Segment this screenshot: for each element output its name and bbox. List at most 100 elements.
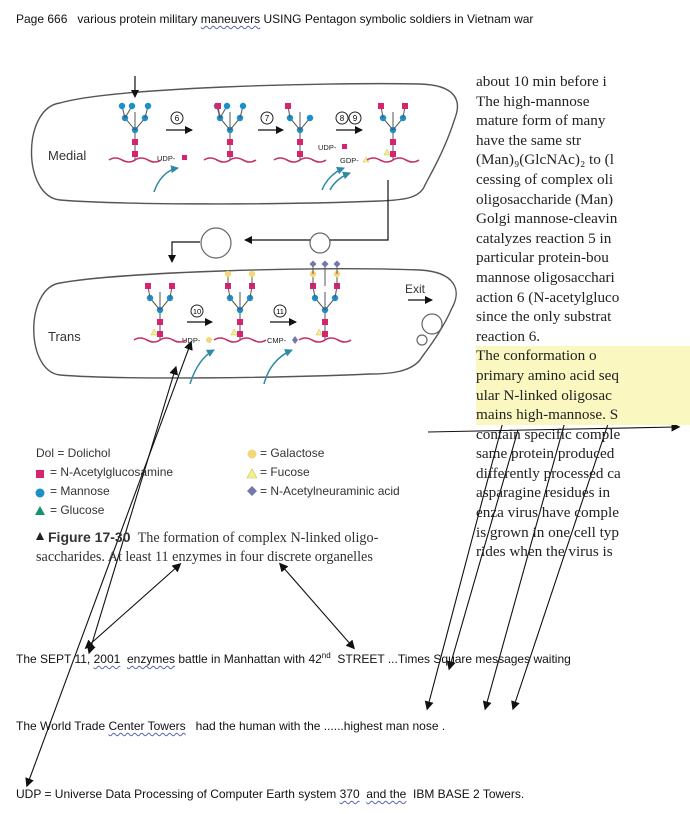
legend-galactose-symbol (247, 449, 257, 459)
arrow-to-times-square (446, 429, 519, 671)
header-text-2: Pentagon symbolic soldiers in Vietnam wa… (304, 12, 534, 26)
book-line: contain specific comple (476, 425, 621, 443)
blue-arrow-1 (153, 165, 179, 193)
glcnac-residue (297, 139, 303, 145)
book-line: mannose oligosacchari (476, 268, 615, 286)
svg-text:9: 9 (353, 114, 358, 123)
sugar-residue (128, 102, 136, 110)
page-number: Page 666 (16, 12, 68, 26)
sugar-residue (248, 270, 256, 278)
exit-vesicle-1 (421, 313, 443, 335)
donor-cmp: CMP- (267, 336, 287, 345)
blue-arrow-3 (329, 171, 351, 191)
arrow-organelles-to-42 (279, 562, 355, 650)
book-line: mains high-mannose. S (476, 405, 690, 425)
header-text-1: various protein military (77, 12, 198, 26)
glcnac-residue (378, 103, 384, 109)
annotation-sept11: The SEPT 11, 2001 enzymes battle in Manh… (16, 651, 571, 666)
sugar-residue (118, 102, 126, 110)
book-line: same protein produced (476, 445, 615, 463)
svg-text:10: 10 (193, 307, 201, 316)
legend-fucose-symbol (246, 468, 258, 479)
glcnac-residue (322, 331, 328, 337)
book-line: reaction 6. (476, 327, 541, 345)
book-line: rides when the virus is (476, 543, 613, 561)
fucose-residue (230, 328, 238, 336)
book-line: cessing of complex oli (476, 170, 614, 188)
book-line: ular N-linked oligosac (476, 385, 690, 406)
svg-text:11: 11 (276, 307, 284, 316)
step-11: 11 (270, 304, 297, 326)
book-line: primary amino acid seq (476, 365, 690, 386)
glcnac-residue (132, 151, 138, 157)
caption-line-2: saccharides. At least 11 enzymes in four… (36, 549, 373, 565)
donor-udp-1: UDP- (157, 154, 176, 163)
header-maneuvers: maneuvers (200, 12, 261, 26)
book-line: enza virus have comple (476, 504, 619, 522)
book-line: Golgi mannose-cleavin (476, 210, 618, 228)
glcnac-residue (297, 151, 303, 157)
book-line: action 6 (N-acetylgluco (476, 288, 620, 306)
book-line: (Man)₉(GlcNAc)₂ to (l (476, 151, 614, 169)
book-line: is grown in one cell typ (476, 523, 619, 541)
book-line: since the only substrat (476, 308, 612, 326)
glcnac-residue (237, 319, 243, 325)
book-line: have the same str (476, 131, 582, 149)
book-line: The high-mannose (476, 92, 590, 110)
legend-galactose: = Galactose (260, 446, 325, 460)
annotation-udp: UDP = Universe Data Processing of Comput… (16, 787, 525, 801)
step-6: 6 (166, 111, 193, 134)
annotation-arrows (25, 340, 681, 788)
fucose-residue (383, 148, 391, 156)
legend-fucose: = Fucose (260, 465, 310, 479)
donor-gdp: GDP- (340, 156, 359, 165)
exit-label: Exit (405, 282, 426, 296)
fucose-residue (315, 328, 323, 336)
trans-cisterna (33, 268, 457, 379)
sugar-residue (223, 102, 231, 110)
blue-arrow-5 (263, 349, 293, 385)
legend-right: = Galactose = Fucose = N-Acetylneuramini… (260, 446, 400, 503)
glcnac-residue (169, 283, 175, 289)
trans-label: Trans (48, 329, 81, 344)
annotation-wtc: The World Trade Center Towers had the hu… (16, 719, 446, 733)
transfer-vesicle-1 (200, 227, 232, 259)
arrow-caption-to-sept (84, 563, 182, 649)
transfer-path-2 (168, 241, 200, 263)
legend-neuraminic-symbol (247, 486, 257, 496)
header-using: USING (263, 12, 302, 26)
glcnac-residue (285, 103, 291, 109)
svg-text:7: 7 (265, 114, 270, 123)
glcnac-residue (237, 331, 243, 337)
glcnac-residue (215, 103, 221, 109)
figure-caption: Figure 17-30 The formation of complex N-… (36, 528, 378, 567)
glcnac-residue (390, 151, 396, 157)
step-7: 7 (258, 111, 284, 134)
neuraminic-residue (321, 260, 329, 268)
neuraminic-residue (333, 260, 341, 268)
legend-neuraminic: = N-Acetylneuraminic acid (260, 484, 400, 498)
blue-arrow-2 (321, 166, 345, 191)
legend-left: Dol = Dolichol = N-Acetylglucosamine = M… (36, 446, 173, 522)
step-10: 10 (187, 304, 213, 326)
book-line: catalyzes reaction 5 in (476, 229, 612, 247)
medial-label: Medial (48, 148, 86, 163)
svg-text:6: 6 (175, 114, 180, 123)
transfer-path (244, 180, 389, 244)
legend-dol: Dol = Dolichol (36, 446, 111, 460)
exit-vesicle-2 (416, 334, 428, 346)
glycan-structures (108, 102, 420, 343)
glcnac-residue (132, 139, 138, 145)
glcnac-residue (227, 151, 233, 157)
arrow-highmannose-3 (511, 413, 613, 711)
sugar-residue (224, 270, 232, 278)
glcnac-residue (227, 139, 233, 145)
glcnac-residue (157, 331, 163, 337)
legend-glcnac: = N-Acetylglucosamine (50, 465, 174, 479)
figure-number: Figure 17-30 (48, 529, 131, 545)
glcnac-residue (402, 103, 408, 109)
donor-udp-3: UDP- (182, 336, 201, 345)
step-8-9: 8 9 (335, 111, 363, 134)
